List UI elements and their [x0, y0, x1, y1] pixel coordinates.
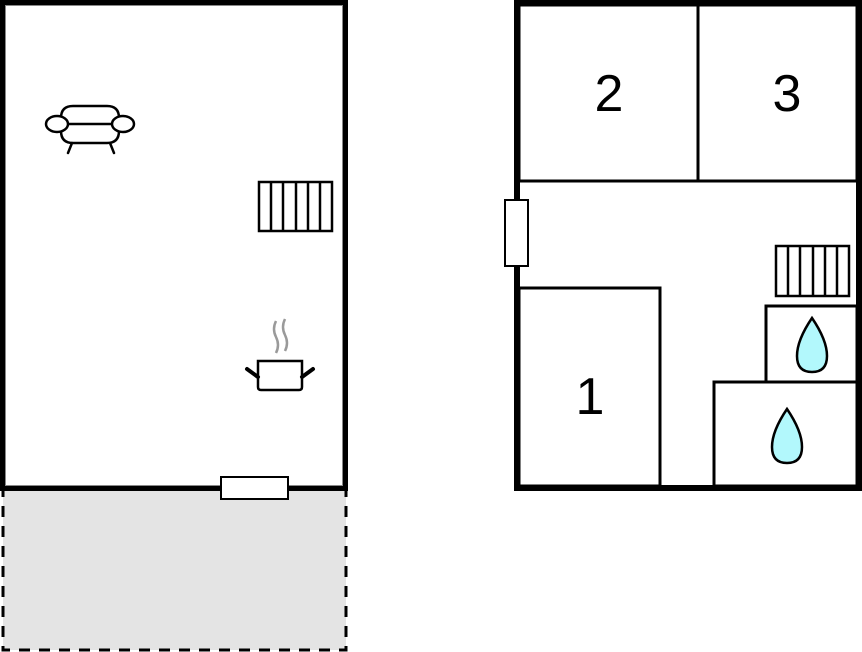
room-2	[517, 3, 700, 183]
room-3	[696, 3, 859, 183]
room-label-3: 3	[773, 65, 802, 123]
water-drop-icon	[770, 406, 804, 465]
ground-floor-plan	[0, 0, 348, 652]
radiator-icon	[257, 180, 334, 233]
room-label-2: 2	[595, 65, 624, 123]
water-drop-icon	[795, 315, 829, 374]
door	[220, 476, 289, 500]
room-label-1: 1	[576, 368, 605, 426]
sofa-icon	[44, 104, 136, 155]
ground-floor-outer-wall	[0, 0, 348, 491]
cooking-pot-icon	[245, 318, 315, 392]
upper-floor-plan: 2 3 1	[504, 0, 862, 491]
radiator-icon	[774, 244, 851, 298]
terrace	[1, 487, 348, 652]
room-1	[517, 286, 662, 488]
